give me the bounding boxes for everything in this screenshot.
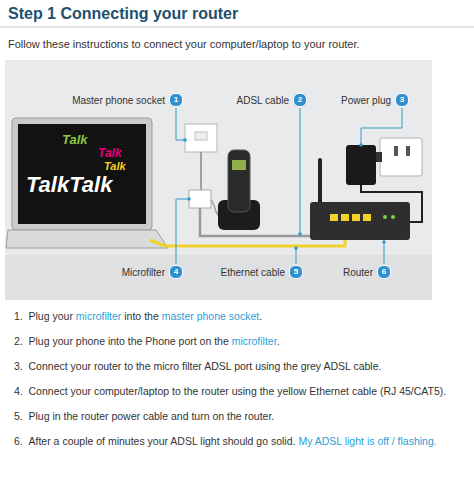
adsl-cable bbox=[200, 208, 325, 240]
leader-dot bbox=[382, 240, 386, 244]
callout: Microfilter 4 bbox=[122, 265, 183, 279]
socket-pin bbox=[406, 146, 410, 156]
power-adapter bbox=[346, 145, 376, 185]
microfilter bbox=[189, 190, 211, 208]
leader-line bbox=[300, 108, 301, 234]
socket-port bbox=[195, 132, 207, 140]
callout-number: 1 bbox=[169, 93, 183, 107]
help-link: microfilter bbox=[232, 335, 277, 347]
callout-number: 3 bbox=[395, 93, 409, 107]
instruction-step: 4. Connect your computer/laptop to the ro… bbox=[14, 385, 464, 398]
filter-lead bbox=[200, 152, 202, 190]
callout: Router 6 bbox=[343, 265, 391, 279]
floor bbox=[5, 255, 432, 300]
leader-dot bbox=[294, 246, 298, 250]
laptop-lid bbox=[12, 118, 152, 230]
ethernet-cable bbox=[150, 240, 345, 246]
step-text: into the bbox=[124, 310, 158, 322]
step-text: After a couple of minutes your ADSL ligh… bbox=[29, 435, 296, 447]
logo-text: Talk bbox=[104, 160, 126, 172]
callout-label: ADSL cable bbox=[237, 95, 289, 106]
leader-dot bbox=[187, 197, 191, 201]
leader-line bbox=[361, 108, 402, 145]
instruction-step: 1. Plug yourmicrofilterinto the master pho… bbox=[14, 310, 464, 323]
phone-handset bbox=[228, 150, 250, 212]
intro-text: Follow these instructions to connect you… bbox=[8, 38, 360, 50]
router-body bbox=[310, 202, 410, 240]
page-title: Step 1 Connecting your router bbox=[8, 5, 238, 23]
instruction-step: 5. Plug in the router power cable and tur… bbox=[14, 410, 464, 423]
step-number: 4. bbox=[14, 385, 23, 397]
callout-number: 2 bbox=[293, 93, 307, 107]
callout-label: Ethernet cable bbox=[221, 267, 286, 278]
logo-text: Talk bbox=[98, 146, 122, 160]
help-link: My ADSL light is off / flashing. bbox=[298, 435, 436, 447]
step-number: 6. bbox=[14, 435, 23, 447]
leader-dot bbox=[298, 232, 302, 236]
callout-label: Microfilter bbox=[122, 267, 165, 278]
leader-line bbox=[176, 108, 185, 140]
leader-dot bbox=[183, 138, 187, 142]
leader-line bbox=[384, 242, 385, 264]
step-number: 1. bbox=[14, 310, 23, 322]
help-link: master phone socket bbox=[162, 310, 259, 322]
step-text: Plug your bbox=[29, 310, 73, 322]
laptop-screen bbox=[18, 124, 146, 224]
title-rule bbox=[0, 27, 474, 28]
leader-dot bbox=[359, 143, 363, 147]
instruction-step: 2. Plug your phone into the Phone port on… bbox=[14, 335, 464, 348]
help-link: microfilter bbox=[76, 310, 122, 322]
step-number: 5. bbox=[14, 410, 23, 422]
router-antenna bbox=[318, 160, 322, 202]
callout: ADSL cable 2 bbox=[237, 93, 307, 107]
logo-text: TalkTalk bbox=[26, 172, 112, 198]
phone-socket bbox=[185, 124, 217, 152]
step-text: . bbox=[277, 335, 280, 347]
wall-panel bbox=[5, 60, 432, 300]
step-text: . bbox=[259, 310, 262, 322]
wall-socket bbox=[380, 138, 422, 176]
callout-label: Power plug bbox=[341, 95, 391, 106]
instruction-step: 6. After a couple of minutes your ADSL li… bbox=[14, 435, 464, 448]
callout: Ethernet cable5 bbox=[221, 265, 304, 279]
leader-line bbox=[176, 199, 189, 264]
leader-line bbox=[296, 248, 297, 264]
logo-text: Talk bbox=[62, 132, 88, 147]
step-number: 3. bbox=[14, 360, 23, 372]
router-port bbox=[330, 214, 338, 221]
router-port bbox=[341, 214, 349, 221]
callout-label: Master phone socket bbox=[72, 95, 165, 106]
phone-display bbox=[232, 160, 246, 170]
callout-number: 4 bbox=[169, 265, 183, 279]
step-text: Connect your computer/laptop to the rout… bbox=[29, 385, 447, 397]
adapter-prong bbox=[376, 152, 382, 162]
step-text: Plug your phone into the Phone port on t… bbox=[29, 335, 229, 347]
step-text: Plug in the router power cable and turn … bbox=[29, 410, 275, 422]
step-number: 2. bbox=[14, 335, 23, 347]
callout-number: 6 bbox=[377, 265, 391, 279]
callout: Power plug 3 bbox=[341, 93, 409, 107]
callout-number: 5 bbox=[289, 265, 303, 279]
callout: Master phone socket 1 bbox=[72, 93, 183, 107]
router-light bbox=[391, 215, 395, 219]
instruction-step: 3. Connect your router to the micro filte… bbox=[14, 360, 464, 373]
laptop-base bbox=[6, 230, 168, 248]
router-port bbox=[363, 214, 371, 221]
router-light bbox=[383, 215, 387, 219]
callout-label: Router bbox=[343, 267, 373, 278]
router-port bbox=[352, 214, 360, 221]
socket-pin bbox=[394, 146, 398, 156]
step-text: Connect your router to the micro filter … bbox=[29, 360, 382, 372]
